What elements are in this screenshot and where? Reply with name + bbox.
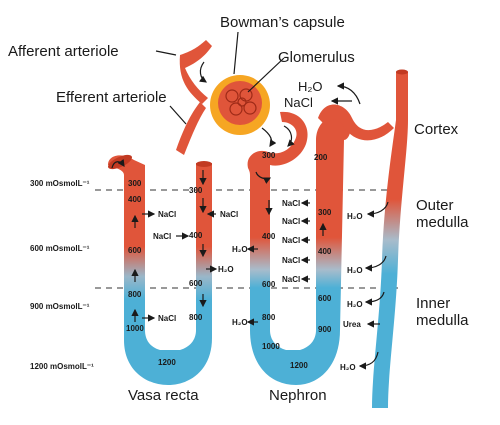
n-asc-300: 300: [318, 208, 332, 217]
svg-text:NaCl: NaCl: [282, 275, 300, 284]
label-glomerulus: Glomerulus: [278, 49, 355, 66]
n-desc-1000: 1000: [262, 342, 280, 351]
nephron-loop: [247, 111, 351, 386]
vr-right-300: 300: [189, 186, 203, 195]
vr-left-800: 800: [128, 290, 142, 299]
label-inner-2: medulla: [416, 312, 469, 329]
label-bowmans-capsule: Bowman’s capsule: [220, 14, 345, 31]
cd-h2o-2: H₂O: [347, 266, 363, 275]
vasa-recta-top-right: [196, 161, 212, 167]
n-desc-600: 600: [262, 280, 276, 289]
n-h2o-desc2: H₂O: [232, 318, 248, 327]
leader-bowmans: [233, 31, 239, 75]
n-asc-900: 900: [318, 325, 332, 334]
vr-right-800: 800: [189, 313, 203, 322]
flow-out-glomerulus: [261, 127, 277, 147]
cd-urea: Urea: [343, 320, 361, 329]
label-nephron: Nephron: [269, 387, 327, 404]
label-outer-1: Outer: [416, 197, 454, 214]
vr-left-400: 400: [128, 195, 142, 204]
n-desc-400: 400: [262, 232, 276, 241]
osm-900: 900 mOsmolL⁻¹: [30, 302, 90, 311]
svg-text:NaCl: NaCl: [282, 199, 300, 208]
afferent-arteriole-vessel: [179, 40, 212, 104]
vr-nacl-3: NaCl: [153, 232, 171, 241]
svg-text:NaCl: NaCl: [282, 217, 300, 226]
n-bottom-1200: 1200: [290, 361, 308, 370]
nephron-flow-arrows: [255, 125, 327, 236]
label-inner-1: Inner: [416, 295, 450, 312]
vr-nacl-2: NaCl: [220, 210, 238, 219]
label-cortex: Cortex: [414, 121, 459, 138]
vr-nacl-4: NaCl: [158, 314, 176, 323]
cd-nacl-top: NaCl: [284, 95, 313, 110]
collecting-duct: [372, 72, 408, 408]
vr-right-600: 600: [189, 279, 203, 288]
glomerulus-shape: [218, 81, 262, 125]
n-h2o-desc: H₂O: [232, 245, 248, 254]
vr-flow-arrows: [111, 159, 207, 322]
label-afferent-arteriole: Afferent arteriole: [8, 43, 119, 60]
cd-h2o-1: H₂O: [347, 212, 363, 221]
leader-afferent: [155, 50, 177, 56]
vr-left-600: 600: [128, 246, 142, 255]
cd-h2o-4: H₂O: [340, 363, 356, 372]
leader-glomerulus: [247, 57, 285, 93]
n-desc-800: 800: [262, 313, 276, 322]
vr-left-1000: 1000: [126, 324, 144, 333]
vr-nacl-1: NaCl: [158, 210, 176, 219]
vr-left-300: 300: [128, 179, 142, 188]
n-asc-400: 400: [318, 247, 332, 256]
vr-right-400: 400: [189, 231, 203, 240]
n-pct-300: 300: [262, 151, 276, 160]
label-vasa-recta: Vasa recta: [128, 387, 199, 404]
vasa-recta-tube: [108, 155, 212, 385]
collecting-duct-top: [396, 69, 408, 75]
vr-h2o-1: H₂O: [218, 265, 234, 274]
n-asc-600: 600: [318, 294, 332, 303]
vr-bottom-1200: 1200: [158, 358, 176, 367]
osm-300: 300 mOsmolL⁻¹: [30, 179, 90, 188]
osm-1200: 1200 mOsmolL⁻¹: [30, 362, 94, 371]
leader-efferent: [169, 105, 187, 125]
efferent-arteriole-vessel: [176, 102, 206, 155]
n-dct-200: 200: [314, 153, 328, 162]
nephron-nacl-group: NaCl NaCl NaCl NaCl NaCl: [282, 199, 310, 284]
svg-text:NaCl: NaCl: [282, 256, 300, 265]
flow-into-glomerulus: [199, 61, 207, 83]
svg-text:NaCl: NaCl: [282, 236, 300, 245]
label-outer-2: medulla: [416, 214, 469, 231]
cd-h2o-top: H₂O: [298, 79, 323, 94]
glomerulus-capillaries: [225, 88, 257, 116]
cd-h2o-3: H₂O: [347, 300, 363, 309]
distal-tubule-connection: [318, 104, 394, 141]
label-efferent-arteriole: Efferent arteriole: [56, 89, 167, 106]
osm-600: 600 mOsmolL⁻¹: [30, 244, 90, 253]
